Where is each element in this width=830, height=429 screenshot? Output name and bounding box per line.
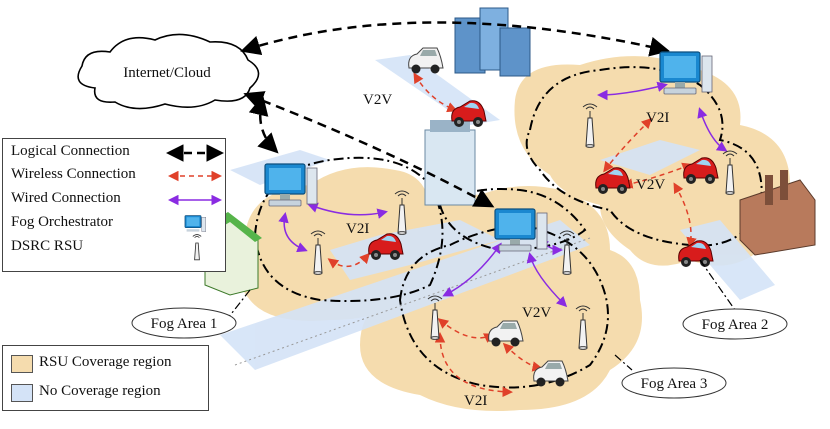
fog-orchestrator-icon — [184, 215, 207, 232]
factory-icon — [739, 170, 816, 256]
v2v-label: V2V — [636, 177, 665, 193]
fog-area-2-label: Fog Area 2 — [702, 317, 769, 333]
legend-symbols — [166, 144, 224, 261]
v2v-label: V2V — [522, 305, 551, 321]
v2i-label: V2I — [646, 110, 669, 126]
legend-wireless-label: Wireless Connection — [11, 166, 136, 182]
legend-dsrc-rsu-label: DSRC RSU — [11, 238, 84, 254]
cloud-label: Internet/Cloud — [123, 65, 211, 81]
wireless-connections — [327, 72, 697, 398]
cloud-icon — [77, 33, 260, 110]
v2i-label: V2I — [464, 393, 487, 409]
legend-no-coverage-label: No Coverage region — [39, 383, 161, 399]
connection-legend: Logical Connection Wireless Connection W… — [2, 138, 226, 272]
legend-wired-label: Wired Connection — [11, 190, 121, 206]
v2v-label: V2V — [363, 92, 392, 108]
legend-logical-label: Logical Connection — [11, 143, 130, 159]
dsrc-rsu-icon — [192, 234, 202, 261]
v2i-label: V2I — [346, 221, 369, 237]
coverage-legend: RSU Coverage region No Coverage region — [2, 345, 209, 411]
wired-connections — [278, 81, 728, 308]
fog-area-3-label: Fog Area 3 — [641, 376, 708, 392]
rsu-coverage-swatch — [11, 355, 33, 373]
fog-area-1-label: Fog Area 1 — [151, 316, 218, 332]
no-coverage-swatch — [11, 384, 33, 402]
logical-connections — [240, 21, 670, 208]
legend-rsu-coverage-label: RSU Coverage region — [39, 354, 172, 370]
legend-fog-orchestrator-label: Fog Orchestrator — [11, 214, 114, 230]
